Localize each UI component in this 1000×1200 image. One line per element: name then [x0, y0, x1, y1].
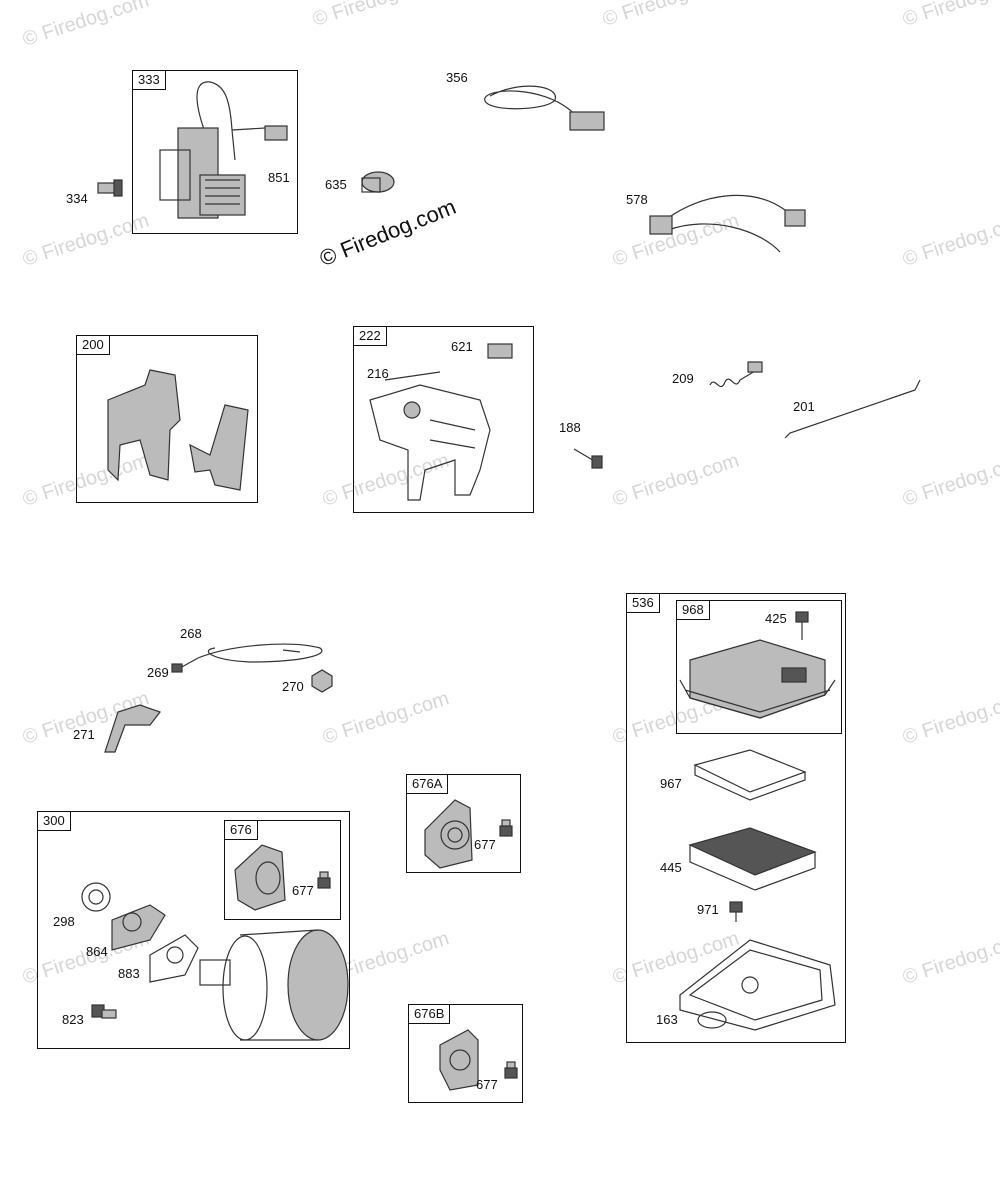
box-676b: 676B	[408, 1004, 523, 1103]
screw-971-drawing	[729, 901, 743, 922]
part-label-334: 334	[66, 191, 88, 206]
part-label-967: 967	[660, 776, 682, 791]
part-label-216: 216	[367, 366, 389, 381]
harness-578-drawing	[649, 194, 806, 253]
gasket-298-drawing	[81, 882, 111, 912]
bracket-271-drawing	[104, 704, 161, 753]
part-label-356: 356	[446, 70, 468, 85]
part-label-201: 201	[793, 399, 815, 414]
heat-shield-676b-drawing	[439, 1029, 479, 1091]
box-300: 300	[37, 811, 350, 1049]
box-676a: 676A	[406, 774, 521, 873]
base-163-drawing	[679, 939, 836, 1031]
part-label-851: 851	[268, 170, 290, 185]
box-label-676a: 676A	[406, 774, 449, 794]
box-536: 536	[626, 593, 846, 1043]
gasket-883-drawing	[149, 934, 199, 983]
spring-209-drawing	[709, 361, 763, 388]
part-label-677-in-676a: 677	[474, 837, 496, 852]
part-label-864: 864	[86, 944, 108, 959]
box-label-333: 333	[132, 70, 166, 90]
box-label-676: 676	[224, 820, 258, 840]
box-968: 968	[676, 600, 842, 734]
heat-shield-676-drawing	[234, 844, 286, 911]
box-676: 676	[224, 820, 341, 920]
part-label-268: 268	[180, 626, 202, 641]
air-cleaner-cover-968-drawing	[679, 639, 836, 719]
part-label-621: 621	[451, 339, 473, 354]
part-label-578: 578	[626, 192, 648, 207]
box-label-536: 536	[626, 593, 660, 613]
part-label-269: 269	[147, 665, 169, 680]
part-label-883: 883	[118, 966, 140, 981]
part-label-209: 209	[672, 371, 694, 386]
screw-188-drawing	[573, 448, 603, 469]
filter-445-drawing	[688, 827, 817, 891]
connector-635-drawing	[361, 171, 395, 193]
bracket-222-drawing	[369, 343, 513, 501]
part-label-298: 298	[53, 914, 75, 929]
screw-425-drawing	[795, 611, 809, 640]
shroud-200-drawing	[107, 369, 249, 491]
part-label-677-in-676: 677	[292, 883, 314, 898]
screw-677-drawing	[317, 871, 331, 889]
box-label-300: 300	[37, 811, 71, 831]
part-label-188: 188	[559, 420, 581, 435]
ignition-coil-drawing	[159, 81, 288, 219]
part-label-677-in-676b: 677	[476, 1077, 498, 1092]
wire-356-drawing	[484, 85, 605, 131]
box-label-676b: 676B	[408, 1004, 451, 1024]
part-label-823: 823	[62, 1012, 84, 1027]
muffler-drawing	[199, 929, 349, 1041]
part-label-635: 635	[325, 177, 347, 192]
link-201-drawing	[784, 379, 921, 439]
part-label-163: 163	[656, 1012, 678, 1027]
cable-268-drawing	[171, 643, 323, 673]
box-333: 333	[132, 70, 298, 234]
nut-270-drawing	[311, 669, 333, 693]
box-label-200: 200	[76, 335, 110, 355]
heat-shield-676a-drawing	[424, 799, 473, 869]
screw-823-drawing	[91, 1004, 117, 1019]
part-label-445: 445	[660, 860, 682, 875]
screw-677a-drawing	[499, 819, 513, 837]
box-label-222: 222	[353, 326, 387, 346]
flange-864-drawing	[111, 904, 166, 951]
screw-677b-drawing	[504, 1061, 518, 1079]
precleaner-967-drawing	[693, 749, 807, 801]
box-222: 222	[353, 326, 534, 513]
part-label-270: 270	[282, 679, 304, 694]
screw-334-drawing	[97, 179, 123, 197]
box-200: 200	[76, 335, 258, 503]
part-label-425: 425	[765, 611, 787, 626]
part-label-271: 271	[73, 727, 95, 742]
box-label-968: 968	[676, 600, 710, 620]
part-label-971: 971	[697, 902, 719, 917]
